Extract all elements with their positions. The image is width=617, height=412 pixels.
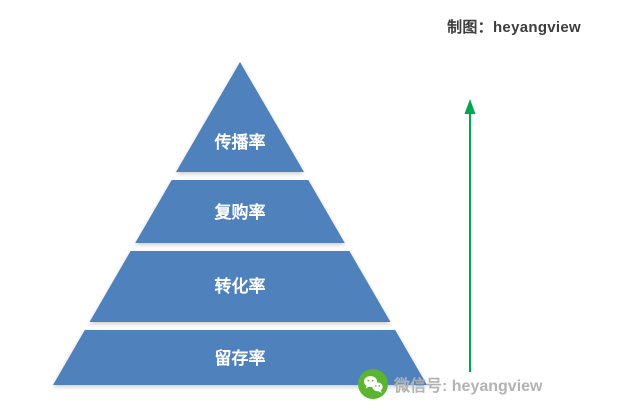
pyramid-level-1-shape (176, 62, 304, 172)
arrow-head-icon (464, 99, 476, 114)
pyramid-level-1-label: 传播率 (214, 132, 266, 152)
credit-text: 制图：heyangview (447, 19, 581, 36)
wechat-icon (358, 369, 388, 399)
pyramid-level-3-shape (89, 251, 391, 322)
upward-arrow (464, 99, 476, 372)
pyramid-level-4-label: 留存率 (215, 348, 266, 368)
pyramid-level-2-label: 复购率 (214, 202, 266, 222)
wechat-footer: 微信号: heyangview (358, 369, 542, 399)
pyramid-level-3-label: 转化率 (215, 276, 266, 296)
wechat-id-text: 微信号: heyangview (394, 378, 543, 395)
pyramid-level-2-shape (135, 180, 345, 243)
pyramid-level-4-shape (53, 330, 427, 385)
